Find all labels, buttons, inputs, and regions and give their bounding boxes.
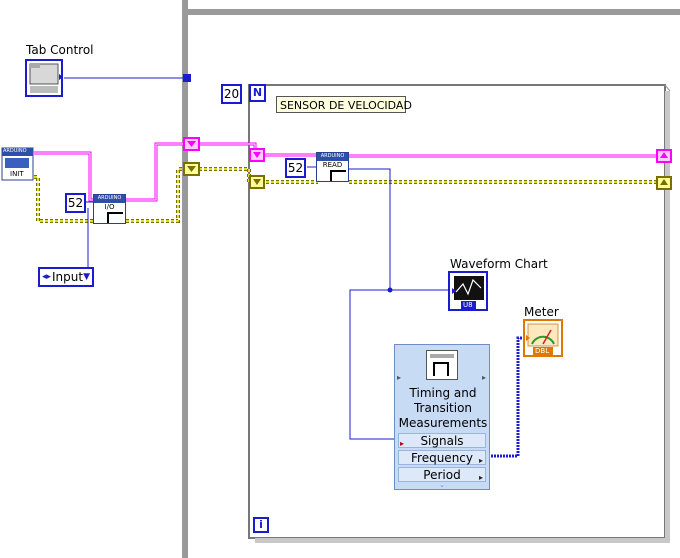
tab-control-label: Tab Control bbox=[26, 43, 94, 57]
timing-vi-period-output[interactable]: Period ▸ bbox=[398, 467, 486, 482]
pin-constant-outer[interactable]: 52 bbox=[65, 193, 86, 213]
init-vi-header: ARDUINO bbox=[3, 148, 27, 154]
timing-vi-period-label: Period bbox=[423, 468, 461, 482]
timing-vi-frequency-label: Frequency bbox=[411, 451, 473, 465]
shift-register-left-resource[interactable] bbox=[183, 162, 200, 176]
loop-count-constant[interactable]: 20 bbox=[221, 84, 242, 104]
timing-vi-right-arrow-icon: ▸ bbox=[481, 373, 486, 382]
pin-constant-inner[interactable]: 52 bbox=[285, 158, 306, 178]
frequency-wire bbox=[491, 336, 525, 458]
timing-vi-title-line-2: Transition bbox=[413, 401, 473, 415]
loop-count-terminal[interactable]: N bbox=[249, 84, 266, 102]
read-vi-text: READ bbox=[322, 161, 343, 169]
waveform-chart-terminal[interactable] bbox=[448, 271, 488, 311]
pin-wires bbox=[86, 166, 317, 268]
loop-tunnel-out-cluster[interactable] bbox=[656, 149, 672, 163]
timing-vi-title-line-1: Timing and bbox=[409, 386, 477, 400]
loop-iteration-terminal[interactable]: i bbox=[253, 517, 269, 533]
waveform-chart-type: U8 bbox=[463, 301, 473, 309]
timing-vi-signals-label: Signals bbox=[420, 434, 464, 448]
loop-tunnel-out-resource[interactable] bbox=[656, 176, 672, 190]
init-vi-text: INIT bbox=[10, 170, 24, 178]
enum-increment-icon: ◂▸ bbox=[42, 272, 52, 282]
read-vi-icon[interactable]: ARDUINO READ bbox=[316, 152, 349, 182]
meter-terminal[interactable] bbox=[523, 319, 563, 357]
timing-vi-icon bbox=[426, 350, 458, 380]
timing-express-vi[interactable]: ▸ ▸ Timing and Transition Measurements S… bbox=[394, 344, 490, 490]
for-loop-frame[interactable] bbox=[248, 84, 671, 543]
read-vi-waveform-icon bbox=[330, 170, 346, 181]
timing-vi-expand-icon[interactable]: ⌄ bbox=[439, 481, 445, 489]
meter-label: Meter bbox=[524, 305, 559, 319]
waveform-chart-label: Waveform Chart bbox=[450, 257, 548, 271]
timing-vi-title-line-3: Measurements bbox=[398, 416, 488, 430]
tab-control-tunnel bbox=[183, 74, 191, 82]
timing-vi-frequency-output[interactable]: Frequency ▸ bbox=[398, 450, 486, 465]
signals-input-arrow-icon: ▸ bbox=[400, 439, 405, 448]
init-vi-icon[interactable] bbox=[1, 147, 34, 181]
loop-tunnel-in-resource[interactable] bbox=[249, 175, 265, 189]
frequency-output-arrow-icon: ▸ bbox=[478, 456, 483, 465]
loop-tunnel-in-cluster[interactable] bbox=[249, 148, 265, 162]
io-vi-header: ARDUINO bbox=[97, 195, 122, 201]
tab-control-terminal[interactable] bbox=[25, 59, 63, 97]
io-vi-waveform-icon bbox=[107, 212, 123, 223]
timing-vi-left-arrow-icon: ▸ bbox=[397, 373, 402, 382]
period-output-arrow-icon: ▸ bbox=[478, 473, 483, 482]
read-output-wire bbox=[349, 168, 449, 440]
shift-register-left-cluster[interactable] bbox=[183, 137, 200, 151]
loop-label: SENSOR DE VELOCIDAD bbox=[276, 96, 412, 113]
io-vi-text: I/O bbox=[104, 203, 115, 211]
input-enum[interactable]: ◂▸ Input ▼ bbox=[38, 267, 94, 287]
input-enum-value: Input bbox=[52, 270, 84, 284]
sequence-frame bbox=[182, 0, 680, 558]
read-vi-header: ARDUINO bbox=[320, 153, 345, 159]
io-vi-icon[interactable]: ARDUINO I/O bbox=[93, 194, 126, 224]
enum-dropdown-icon: ▼ bbox=[83, 272, 90, 282]
timing-vi-signals-input[interactable]: Signals ▸ bbox=[398, 433, 486, 448]
meter-type: DBL bbox=[535, 347, 550, 355]
wire-junction bbox=[387, 287, 393, 293]
